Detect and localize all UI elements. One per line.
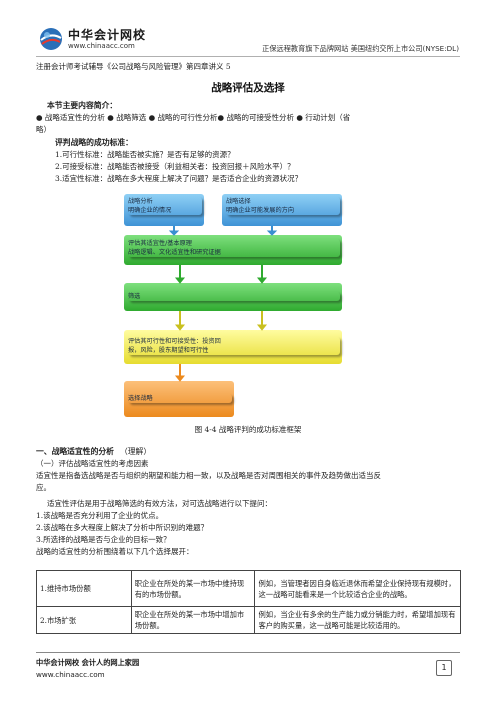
section-heading: 一、战略适宜性的分析 （理解） — [36, 446, 151, 457]
logo-name: 中华会计网校 — [68, 28, 147, 42]
table-cell-condition: 职企业在所处的某一市场中维持现有的市场份额。 — [130, 570, 256, 607]
table-cell-option: 2.市场扩张 — [36, 606, 132, 634]
paragraph-suitability: 适宜性是指备选战略是否与组织的期望和能力相一致，以及战略是否对周围相关的事件及趋… — [36, 470, 466, 494]
box-suitability-desc: 战略逻辑、文化适宜性和研究证据 — [128, 249, 221, 256]
page-title: 战略评估及选择 — [211, 82, 285, 94]
section-title: 一、战略适宜性的分析 — [36, 447, 114, 456]
box-choose-strategy-title: 选择战略 — [128, 395, 153, 402]
page-number: 1 — [436, 660, 452, 676]
box-feasibility-desc: 报，风险，股东期望和可行性 — [128, 347, 209, 354]
box-feasibility-bg — [124, 330, 342, 364]
flowchart-arrows — [124, 194, 342, 417]
box-screening: 筛选 — [128, 292, 340, 301]
box-strategy-analysis: 战略分析 明确企业的情况 — [128, 197, 202, 215]
table-cell-example: 例如，当企业有多余的生产能力或分销能力时，希望增加现有客户的购买量，这一战略可能… — [254, 606, 461, 634]
box-strategy-choice-desc: 明确企业可能发展的方向 — [226, 207, 295, 214]
table-cell-option: 1.维持市场份额 — [36, 570, 132, 607]
question-item: 3.所选择的战略是否与企业的目标一致？ — [36, 535, 171, 544]
page-header: 中华会计网校 www.chinaacc.com 正保远程教育旗下品牌网站 美国纽… — [0, 0, 496, 60]
box-choose-strategy: 选择战略 — [128, 394, 232, 403]
breadcrumb: 注册会计师考试辅导《公司战略与风险管理》第四章讲义 5 — [36, 62, 231, 71]
box-strategy-analysis-desc: 明确企业的情况 — [128, 207, 172, 214]
question-list: 1.该战略是否充分利用了企业的优点。 2.该战略在多大程度上解决了分析中所识别的… — [36, 510, 466, 546]
table-intro: 战略的适宜性的分析围绕着以下几个选择展开： — [36, 547, 194, 556]
criteria-item: 1.可行性标准：战略能否被实施？是否有足够的资源？ — [55, 150, 235, 159]
site-logo[interactable]: 中华会计网校 www.chinaacc.com — [38, 24, 198, 58]
footer-divider — [36, 652, 460, 653]
table-row: 1.维持市场份额 职企业在所处的某一市场中维持现有的市场份额。 例如，当管理者因… — [36, 570, 461, 607]
box-screening-bg — [124, 283, 342, 311]
question-item: 1.该战略是否充分利用了企业的优点。 — [36, 511, 164, 520]
criteria-item: 2.可接受标准：战略能否被接受（利益相关者：投资回报＋风险水平）？ — [55, 162, 295, 171]
question-item: 2.该战略在多大程度上解决了分析中所识别的难题？ — [36, 523, 209, 532]
criteria-heading: 评判战略的成功标准： — [55, 138, 133, 147]
summary-bullets-line1: ● 战略适宜性的分析 ● 战略筛选 ● 战略的可行性分析● 战略的可接受性分析 … — [36, 113, 351, 122]
table-cell-example: 例如，当管理者因自身临近退休而希望企业保持现有规模时，这一战略可能看来是一个比较… — [254, 570, 461, 607]
footer-url[interactable]: www.chinaacc.com — [36, 670, 105, 679]
box-choose-strategy-bg — [124, 381, 234, 417]
summary-bullets: ● 战略适宜性的分析 ● 战略筛选 ● 战略的可行性分析● 战略的可接受性分析 … — [36, 112, 462, 135]
logo-url: www.chinaacc.com — [68, 42, 135, 50]
header-tagline: 正保远程教育旗下品牌网站 美国纽约交所上市公司(NYSE:DL) — [262, 44, 459, 53]
box-feasibility: 评估其可行性和可接受性：投资回 报，风险，股东期望和可行性 — [128, 337, 340, 355]
paragraph-evaluation: 适宜性评估是用于战略筛选的有效方法，对可选战略进行以下提问： — [47, 499, 272, 508]
box-suitability: 评估其适宜性/基本原理 战略逻辑、文化适宜性和研究证据 — [128, 239, 340, 257]
summary-heading: 本节主要内容简介： — [47, 101, 118, 110]
box-strategy-choice-title: 战略选择 — [226, 198, 251, 205]
header-divider — [36, 56, 460, 57]
table-row: 2.市场扩张 职企业在所处的某一市场中增加市场份额。 例如，当企业有多余的生产能… — [36, 606, 461, 634]
box-strategy-analysis-title: 战略分析 — [128, 198, 153, 205]
box-suitability-title: 评估其适宜性/基本原理 — [128, 240, 192, 247]
box-strategy-choice: 战略选择 明确企业可能发展的方向 — [226, 197, 340, 215]
box-screening-title: 筛选 — [128, 293, 141, 300]
suitability-options-table: 1.维持市场份额 职企业在所处的某一市场中维持现有的市场份额。 例如，当管理者因… — [36, 570, 461, 634]
footer-slogan: 中华会计网校 会计人的网上家园 — [36, 658, 140, 667]
section-note: （理解） — [119, 447, 152, 456]
box-feasibility-title: 评估其可行性和可接受性：投资回 — [128, 338, 221, 345]
criteria-list: 1.可行性标准：战略能否被实施？是否有足够的资源？ 2.可接受标准：战略能否被接… — [55, 149, 302, 185]
box-strategy-analysis-bg — [124, 194, 204, 226]
globe-logo-icon — [40, 28, 62, 50]
paragraph-line: 适宜性是指备选战略是否与组织的期望和能力相一致，以及战略是否对周围相关的事件及趋… — [36, 471, 381, 480]
box-strategy-choice-bg — [222, 194, 342, 226]
paragraph-line: 应。 — [36, 483, 51, 492]
strategy-flowchart: 战略分析 明确企业的情况 战略选择 明确企业可能发展的方向 评估其适宜性/基本原… — [122, 192, 370, 422]
table-cell-condition: 职企业在所处的某一市场中增加市场份额。 — [130, 606, 256, 634]
summary-bullets-line2: 略） — [36, 124, 51, 134]
figure-caption: 图 4-4 战略评判的成功标准框架 — [194, 425, 302, 434]
box-suitability-bg — [124, 235, 342, 265]
subsection-title: （一）评估战略适宜性的考虑因素 — [36, 459, 149, 468]
criteria-item: 3.适宜性标准：战略在多大程度上解决了问题？是否适合企业的资源状况？ — [55, 174, 303, 183]
